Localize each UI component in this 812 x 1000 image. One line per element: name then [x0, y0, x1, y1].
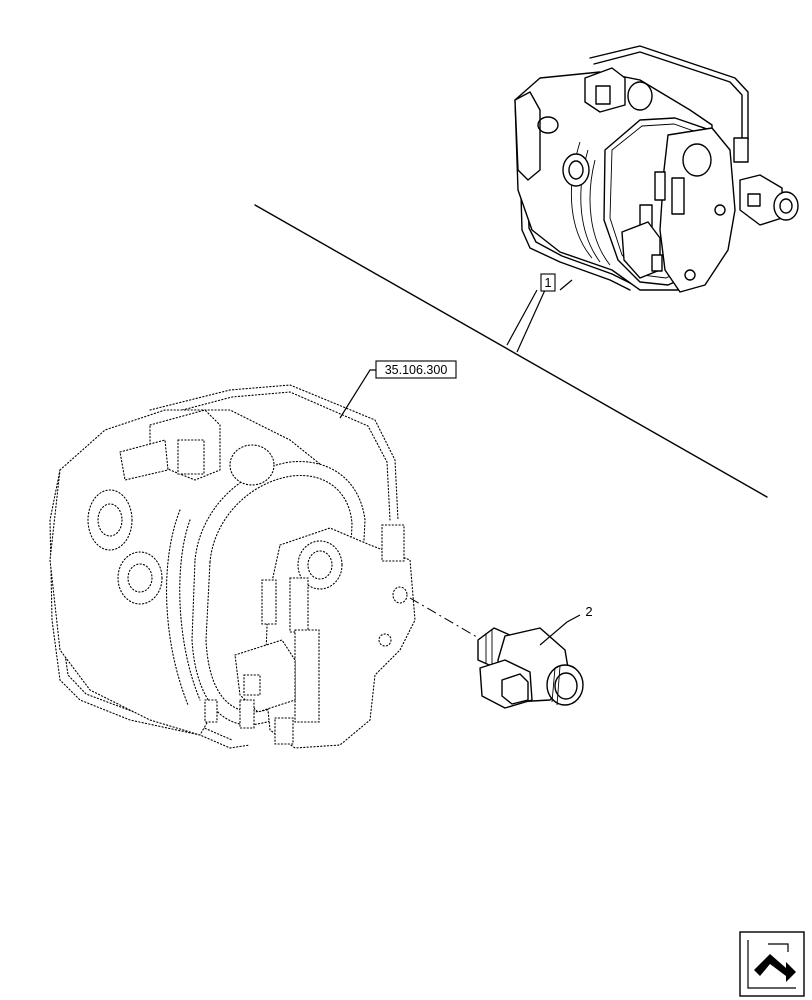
reference-label: 35.106.300: [385, 363, 448, 377]
callout-1-label: 1: [544, 275, 551, 290]
callout-1-leaders: [506, 279, 573, 353]
pump-phantom-view: [49, 384, 416, 749]
reference-leader: [339, 369, 378, 419]
solenoid-valve: [477, 627, 584, 709]
callout-2-label: 2: [585, 604, 592, 619]
callout-2-leader: [539, 614, 581, 646]
return-arrow-icon[interactable]: [739, 931, 805, 997]
pump-assembly-detail-view: [514, 45, 799, 293]
reference-callout: 35.106.300: [375, 360, 457, 379]
callout-1: 1: [540, 273, 556, 292]
assembly-center-line: [409, 597, 483, 641]
section-divider-line: [254, 204, 768, 498]
